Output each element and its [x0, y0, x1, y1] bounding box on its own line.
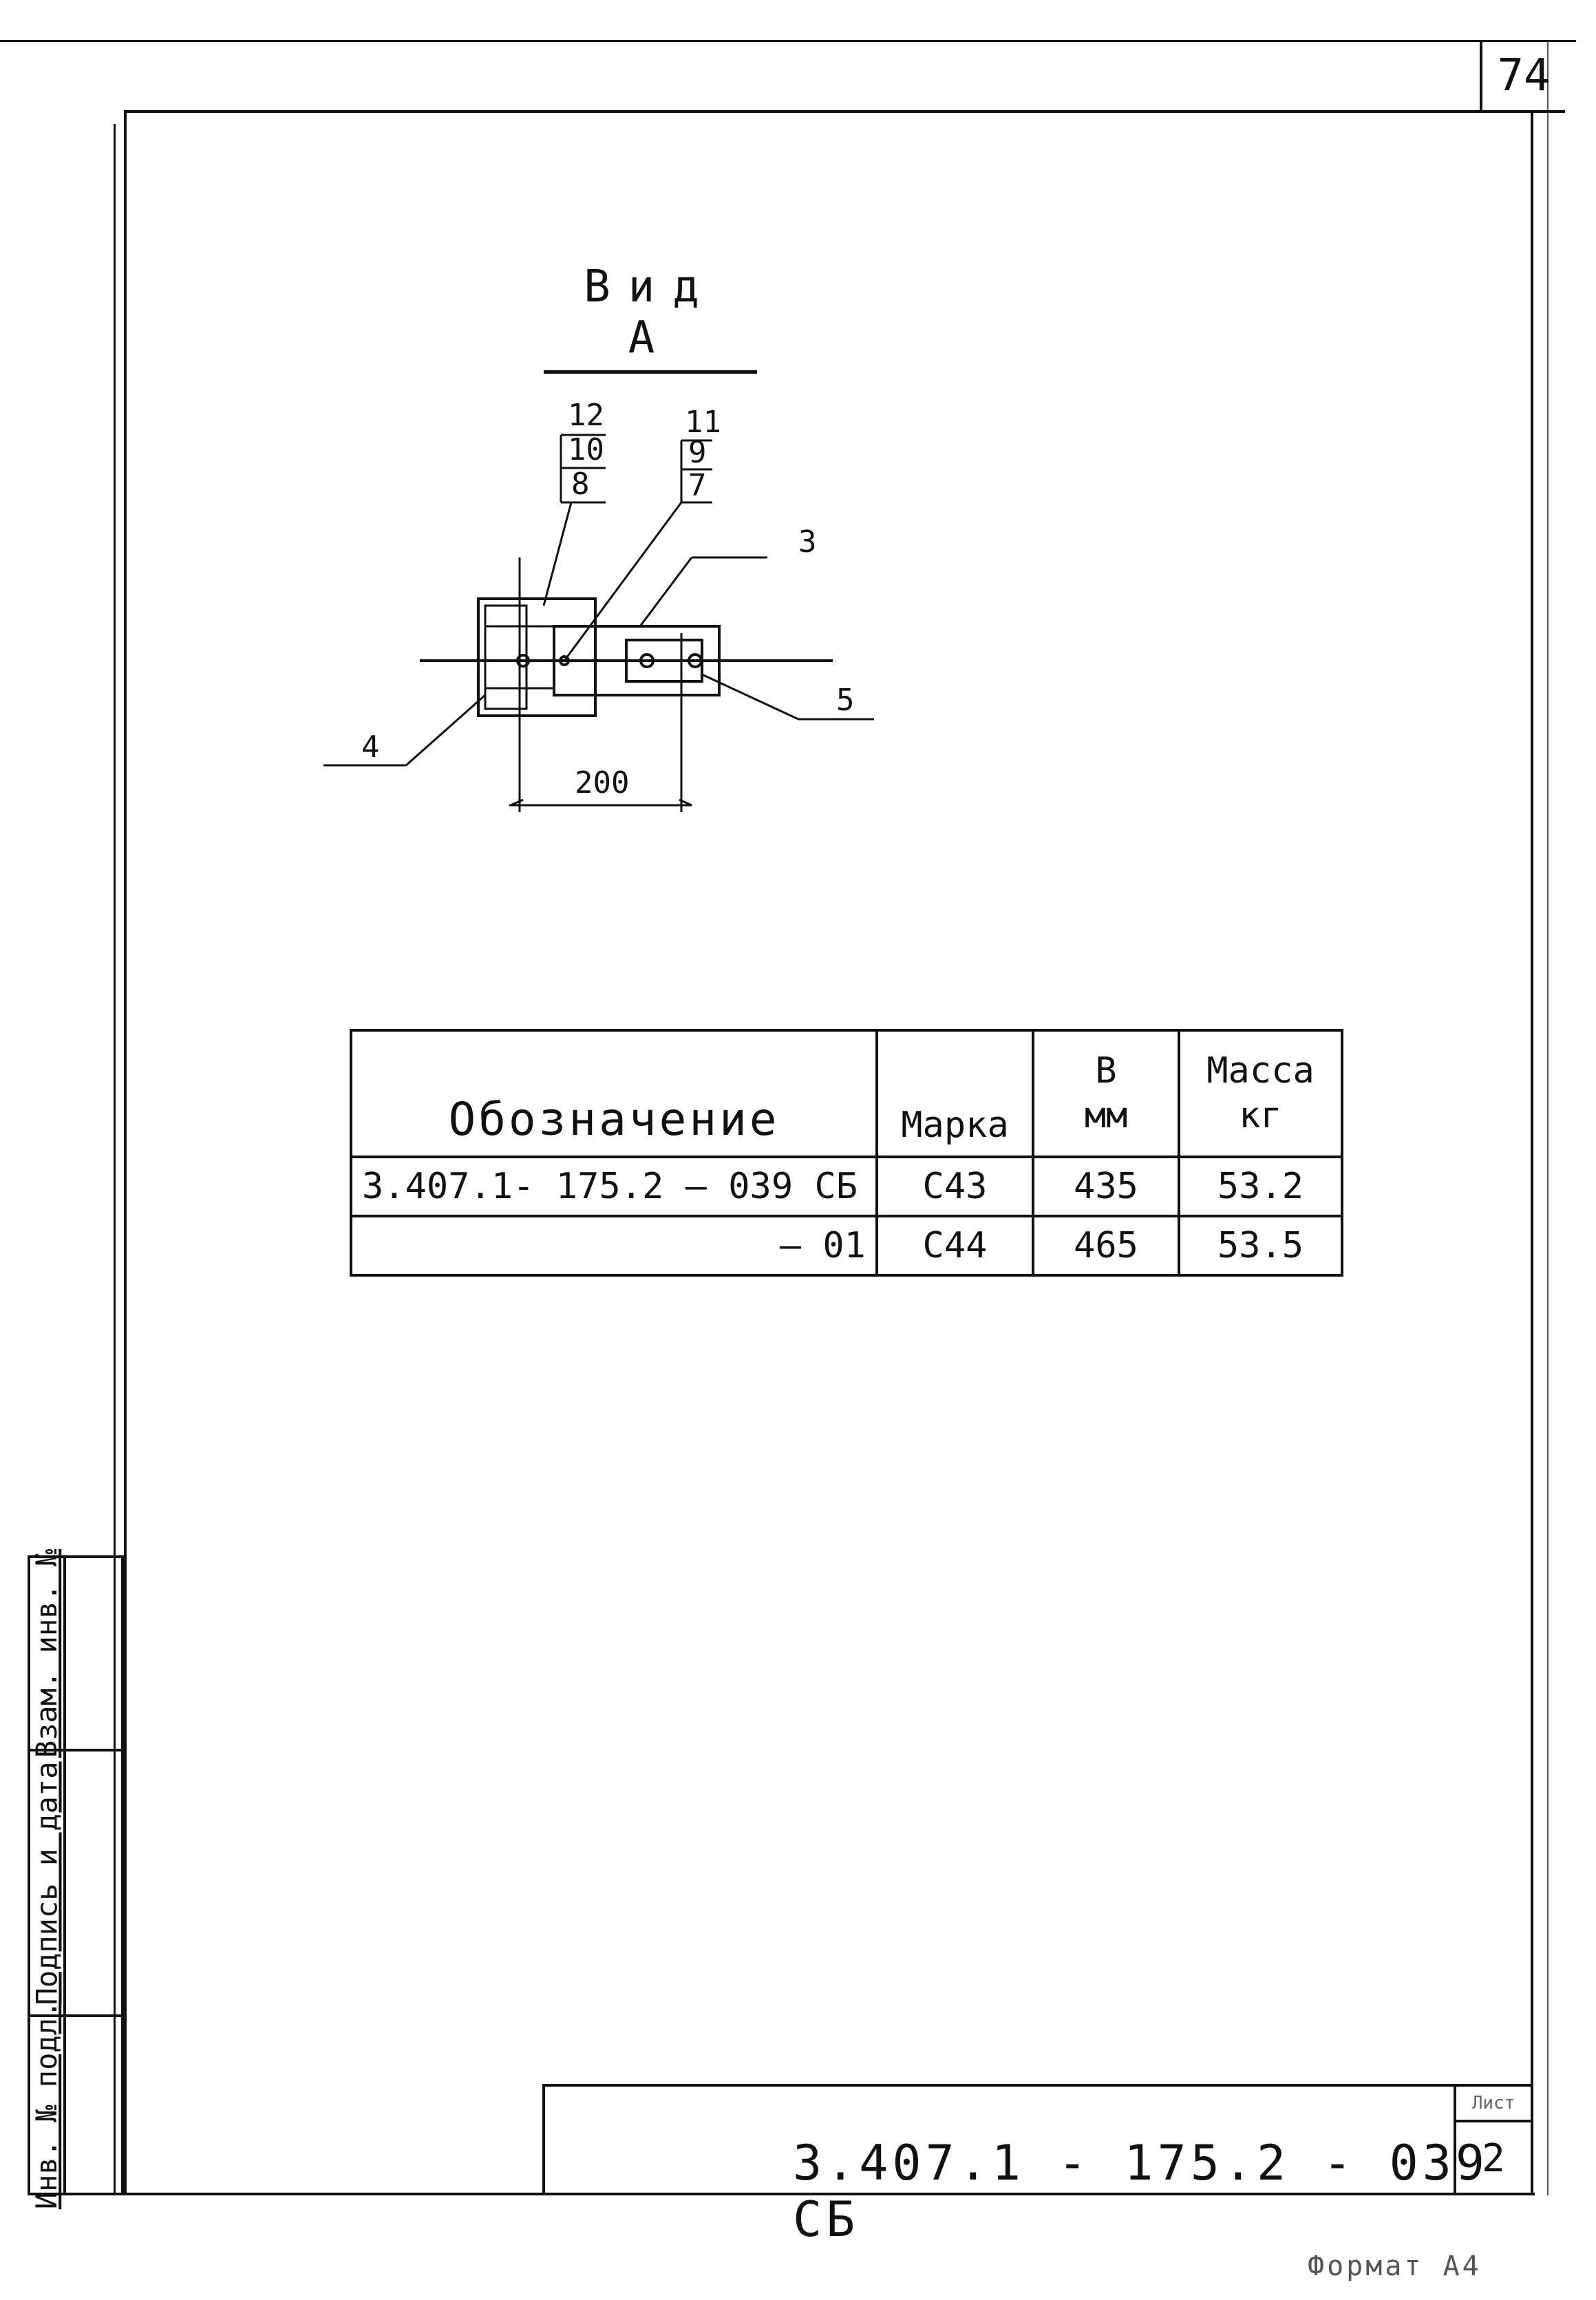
- header-mass-line1: Масса: [1206, 1050, 1315, 1092]
- dimension-label: 200: [575, 765, 629, 800]
- hole: [559, 655, 570, 666]
- cell-mark: С44: [875, 1215, 1034, 1277]
- cell-b: 435: [1032, 1156, 1180, 1217]
- cell-mark: С43: [875, 1156, 1034, 1217]
- cell-designation: — 01: [350, 1215, 878, 1277]
- stamp-inv-label: Инв. № подл.: [30, 2000, 64, 2210]
- sheet-number: 2: [1482, 2136, 1505, 2181]
- frame-left-line-outer: [114, 124, 116, 2195]
- callout-left-2: 8: [571, 467, 590, 502]
- view-a-drawing: 12 10 8 11 9 7 3 5 4 200: [323, 398, 874, 812]
- stamp-podpis-label-box: Подпись и дата: [30, 1751, 66, 2014]
- table-row: 3.407.1- 175.2 — 039 СБ С43 435 53.2: [350, 1156, 1343, 1217]
- plate-4: [477, 597, 597, 717]
- hole: [688, 653, 703, 668]
- header-mark: Марка: [875, 1029, 1034, 1158]
- callout-left-1: 10: [568, 432, 604, 467]
- header-b-line2: мм: [1084, 1095, 1128, 1136]
- callout-left-0: 12: [568, 398, 604, 433]
- document-code: 3.407.1 - 175.2 - 039 СБ: [793, 2135, 1489, 2248]
- top-border-line: [0, 40, 1576, 42]
- page-number: 74: [1480, 41, 1565, 113]
- hole: [639, 653, 655, 668]
- view-title: Вид А: [544, 262, 757, 374]
- header-mass-line2: кг: [1239, 1095, 1282, 1136]
- spec-table: Обозначение Марка В мм Масса кг 3.407.1-…: [350, 1029, 1343, 1277]
- title-block: 3.407.1 - 175.2 - 039 СБ Лист 2: [542, 2084, 1533, 2248]
- frame-top-line: [124, 110, 1535, 113]
- cell-mass: 53.5: [1178, 1215, 1343, 1277]
- stamp-vzam-label-box: Взам. инв. №: [30, 1549, 66, 1758]
- header-b-line1: В: [1095, 1050, 1117, 1092]
- cell-b: 465: [1032, 1215, 1180, 1277]
- stamp-inv-label-box: Инв. № подл.: [30, 2001, 66, 2209]
- cell-designation: 3.407.1- 175.2 — 039 СБ: [350, 1156, 878, 1217]
- stamp-podpis: Подпись и дата: [28, 1749, 124, 2017]
- header-designation: Обозначение: [350, 1029, 878, 1158]
- callout-5: 5: [836, 683, 855, 718]
- stamp-vzam: Взам. инв. №: [28, 1549, 124, 1758]
- header-mass: Масса кг: [1178, 1029, 1343, 1158]
- callout-right-2: 7: [688, 468, 707, 503]
- frame-left-line: [124, 110, 127, 2195]
- sheet-label: Лист: [1456, 2087, 1531, 2122]
- stamp-inv: Инв. № подл.: [28, 2001, 124, 2209]
- callout-right-0: 11: [685, 405, 721, 440]
- table-row: — 01 С44 465 53.5: [350, 1215, 1343, 1277]
- format-label: Формат А4: [1308, 2250, 1482, 2282]
- callout-3: 3: [798, 524, 817, 560]
- callout-right-1: 9: [688, 435, 707, 470]
- callout-4: 4: [361, 730, 380, 765]
- frame-bottom-line: [28, 2193, 1535, 2195]
- sheet-box: Лист 2: [1454, 2087, 1531, 2194]
- stamp-podpis-label: Подпись и дата: [30, 1760, 64, 2005]
- stamp-vzam-label: Взам. инв. №: [30, 1548, 64, 1758]
- beam-3: [553, 625, 721, 696]
- hole: [516, 654, 530, 668]
- table-header-row: Обозначение Марка В мм Масса кг: [350, 1029, 1343, 1158]
- frame-right-line-outer: [1547, 41, 1549, 2195]
- header-b: В мм: [1032, 1029, 1180, 1158]
- cell-mass: 53.2: [1178, 1156, 1343, 1217]
- frame-right-line: [1531, 110, 1533, 2195]
